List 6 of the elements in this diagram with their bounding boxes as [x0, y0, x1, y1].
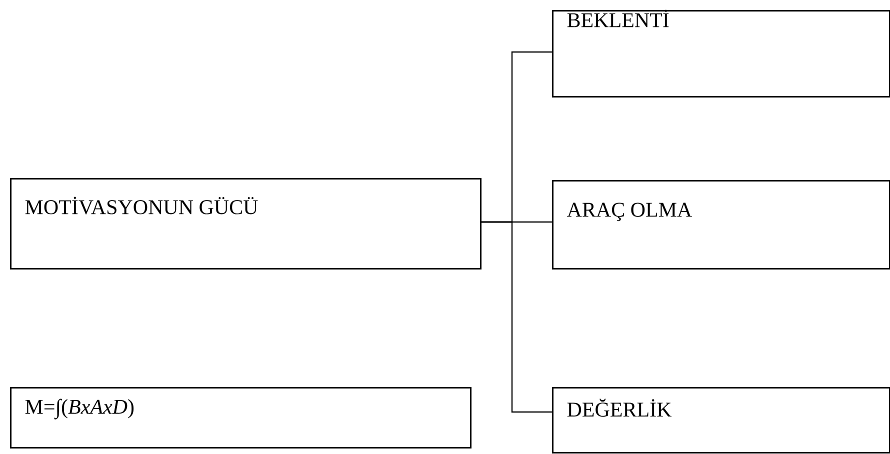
- text-box: ARAÇ OLMA: [552, 180, 890, 270]
- text-box: MOTİVASYONUN GÜCÜ: [10, 178, 482, 270]
- connector-line: [482, 221, 552, 413]
- text-box: BEKLENTİ: [552, 10, 890, 98]
- text-box: M=∫(BxAxD): [10, 387, 472, 448]
- text-box: DEĞERLİK: [552, 387, 890, 454]
